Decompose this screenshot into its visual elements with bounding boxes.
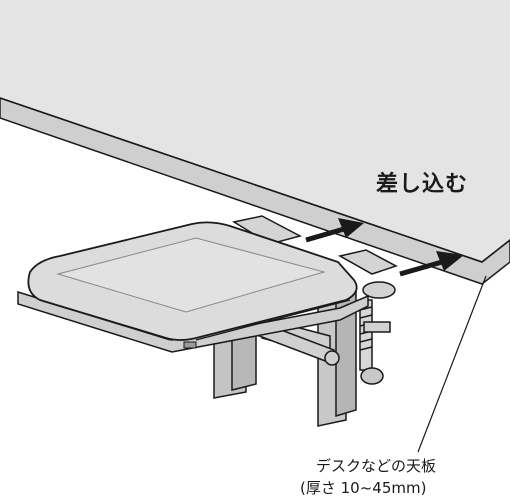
insert-arrow-right xyxy=(399,251,464,277)
desk-top xyxy=(0,0,510,262)
insert-label: 差し込む xyxy=(376,172,469,197)
tray-inner-panel xyxy=(56,237,326,313)
desk-corner-line xyxy=(481,239,510,263)
desk-front-line xyxy=(0,97,483,263)
desk-thickness-label: (厚さ 10~45mm) xyxy=(300,479,427,497)
clamp-screw xyxy=(359,281,396,385)
desk-leader-line xyxy=(417,275,487,453)
tray xyxy=(17,221,369,353)
desk-top-label: デスクなどの天板 xyxy=(316,457,437,475)
insert-arrow-left xyxy=(305,218,364,243)
slide-plate-right xyxy=(337,249,398,275)
